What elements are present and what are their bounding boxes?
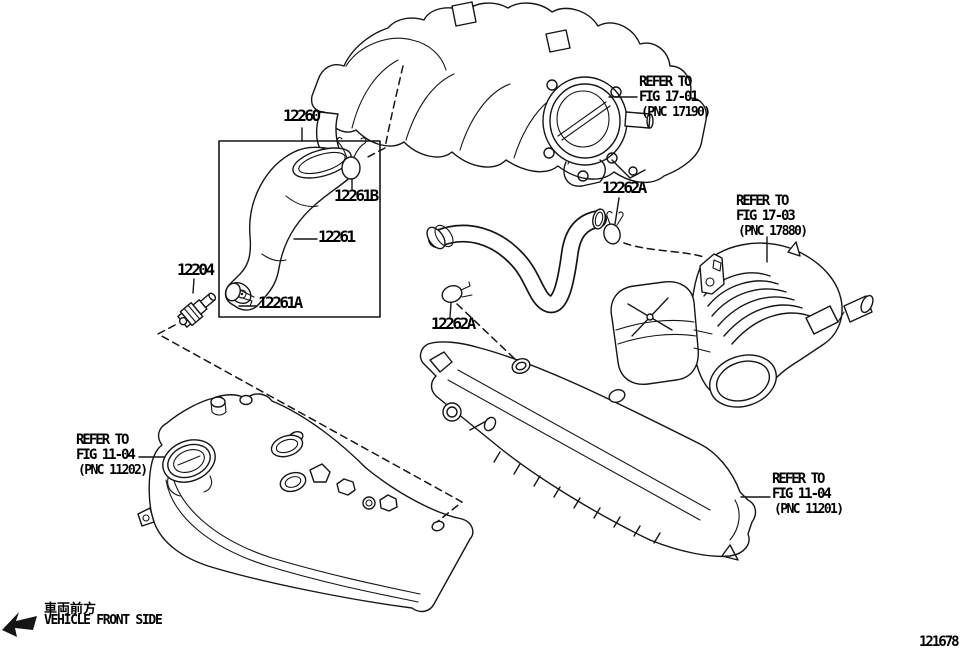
refer-fig-17-01[interactable]: REFER TO FIG 17-01 (PNC 17190) — [639, 74, 711, 121]
part-label-12261B[interactable]: 12261B — [334, 186, 379, 205]
vehicle-front-label-jp: 車両前方 — [44, 602, 97, 617]
part-label-12262A-upper[interactable]: 12262A — [602, 178, 647, 197]
clamp-12261A-drawing — [225, 282, 255, 307]
refer-line: FIG 11-04 — [76, 447, 136, 463]
clamp-12262A-upper-drawing — [603, 211, 624, 245]
refer-line: REFER TO — [639, 74, 692, 90]
refer-line: REFER TO — [76, 432, 129, 448]
head-cover-11201-drawing — [419, 341, 757, 561]
refer-pnc: (PNC 11201) — [774, 502, 844, 517]
part-label-12262A-lower[interactable]: 12262A — [431, 314, 476, 333]
cylinder-head-cover-11202-drawing — [137, 393, 474, 613]
part-label-12261A[interactable]: 12261A — [258, 293, 303, 312]
refer-fig-11-04-left[interactable]: REFER TO FIG 11-04 (PNC 11202) — [76, 432, 148, 479]
hose-kit-box — [218, 137, 381, 318]
refer-pnc: (PNC 17190) — [641, 105, 711, 120]
part-label-12260[interactable]: 12260 — [283, 106, 321, 125]
ventilation-hose-no2-drawing — [426, 208, 607, 314]
oil-filler-neck — [162, 439, 216, 497]
refer-line: FIG 11-04 — [772, 486, 832, 502]
clamp-12262A-lower-drawing — [441, 281, 473, 303]
leader-lines — [138, 96, 771, 498]
clamp-12261B-drawing — [336, 137, 367, 180]
intake-manifold-drawing — [310, 1, 707, 187]
refer-line: REFER TO — [772, 471, 825, 487]
part-label-12261[interactable]: 12261 — [318, 227, 356, 246]
refer-fig-11-04-right[interactable]: REFER TO FIG 11-04 (PNC 11201) — [772, 471, 844, 518]
refer-pnc: (PNC 17880) — [738, 224, 808, 239]
ventilation-valve-12204-drawing — [177, 292, 217, 328]
air-cleaner-hose-drawing — [610, 241, 874, 408]
vehicle-front-label-en: VEHICLE FRONT SIDE — [44, 613, 163, 628]
figure-number: 121678 — [919, 634, 960, 650]
part-label-12204[interactable]: 12204 — [177, 260, 215, 279]
refer-line: FIG 17-01 — [639, 89, 699, 105]
throttle-body-flange — [542, 76, 654, 187]
refer-fig-17-03[interactable]: REFER TO FIG 17-03 (PNC 17880) — [736, 193, 808, 240]
refer-line: FIG 17-03 — [736, 208, 796, 224]
dashed-locator-lines — [157, 65, 705, 523]
vehicle-front-arrow — [2, 612, 37, 637]
resonator-drawing — [610, 281, 713, 385]
refer-pnc: (PNC 11202) — [78, 463, 148, 478]
refer-line: REFER TO — [736, 193, 789, 209]
